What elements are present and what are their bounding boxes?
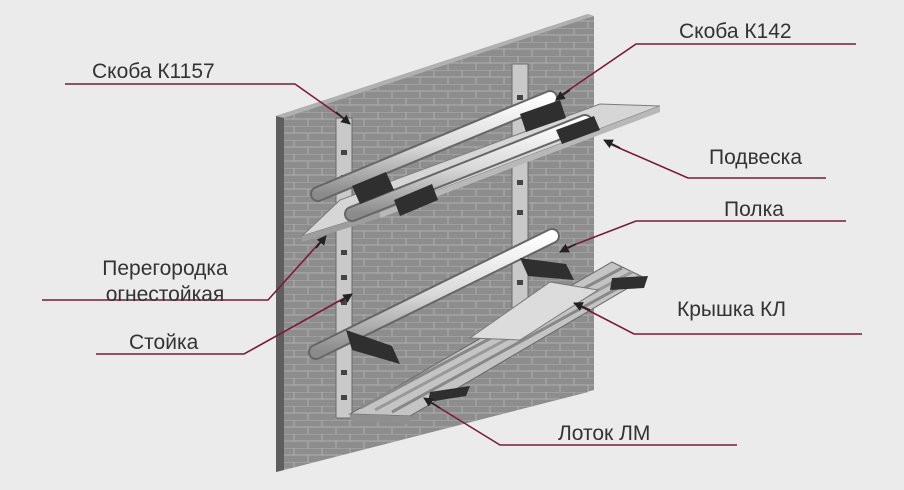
label-peregorodka-line1: Перегородка: [102, 257, 228, 280]
upper-clamps: [352, 100, 600, 216]
label-peregorodka-line2: огнестойкая: [105, 282, 225, 306]
tray-cover: [468, 281, 600, 341]
label-podveska: Подвеска: [709, 146, 802, 169]
leader-arrows: [315, 89, 621, 409]
label-stoyka: Стойка: [129, 331, 199, 354]
lower-clamps: [346, 258, 648, 402]
label-polka: Полка: [724, 198, 784, 221]
upper-pipes: [310, 90, 593, 222]
lower-pipes: [308, 228, 560, 360]
label-skoba-k142: Скоба К142: [679, 20, 792, 43]
label-peregorodka: Перегородка огнестойкая: [70, 256, 260, 307]
label-lotok: Лоток ЛМ: [558, 422, 651, 445]
post-left: [335, 117, 353, 419]
label-skoba-k1157: Скоба К1157: [92, 60, 215, 83]
label-kryshka: Крышка КЛ: [677, 298, 787, 321]
leader-lines: [42, 43, 862, 446]
